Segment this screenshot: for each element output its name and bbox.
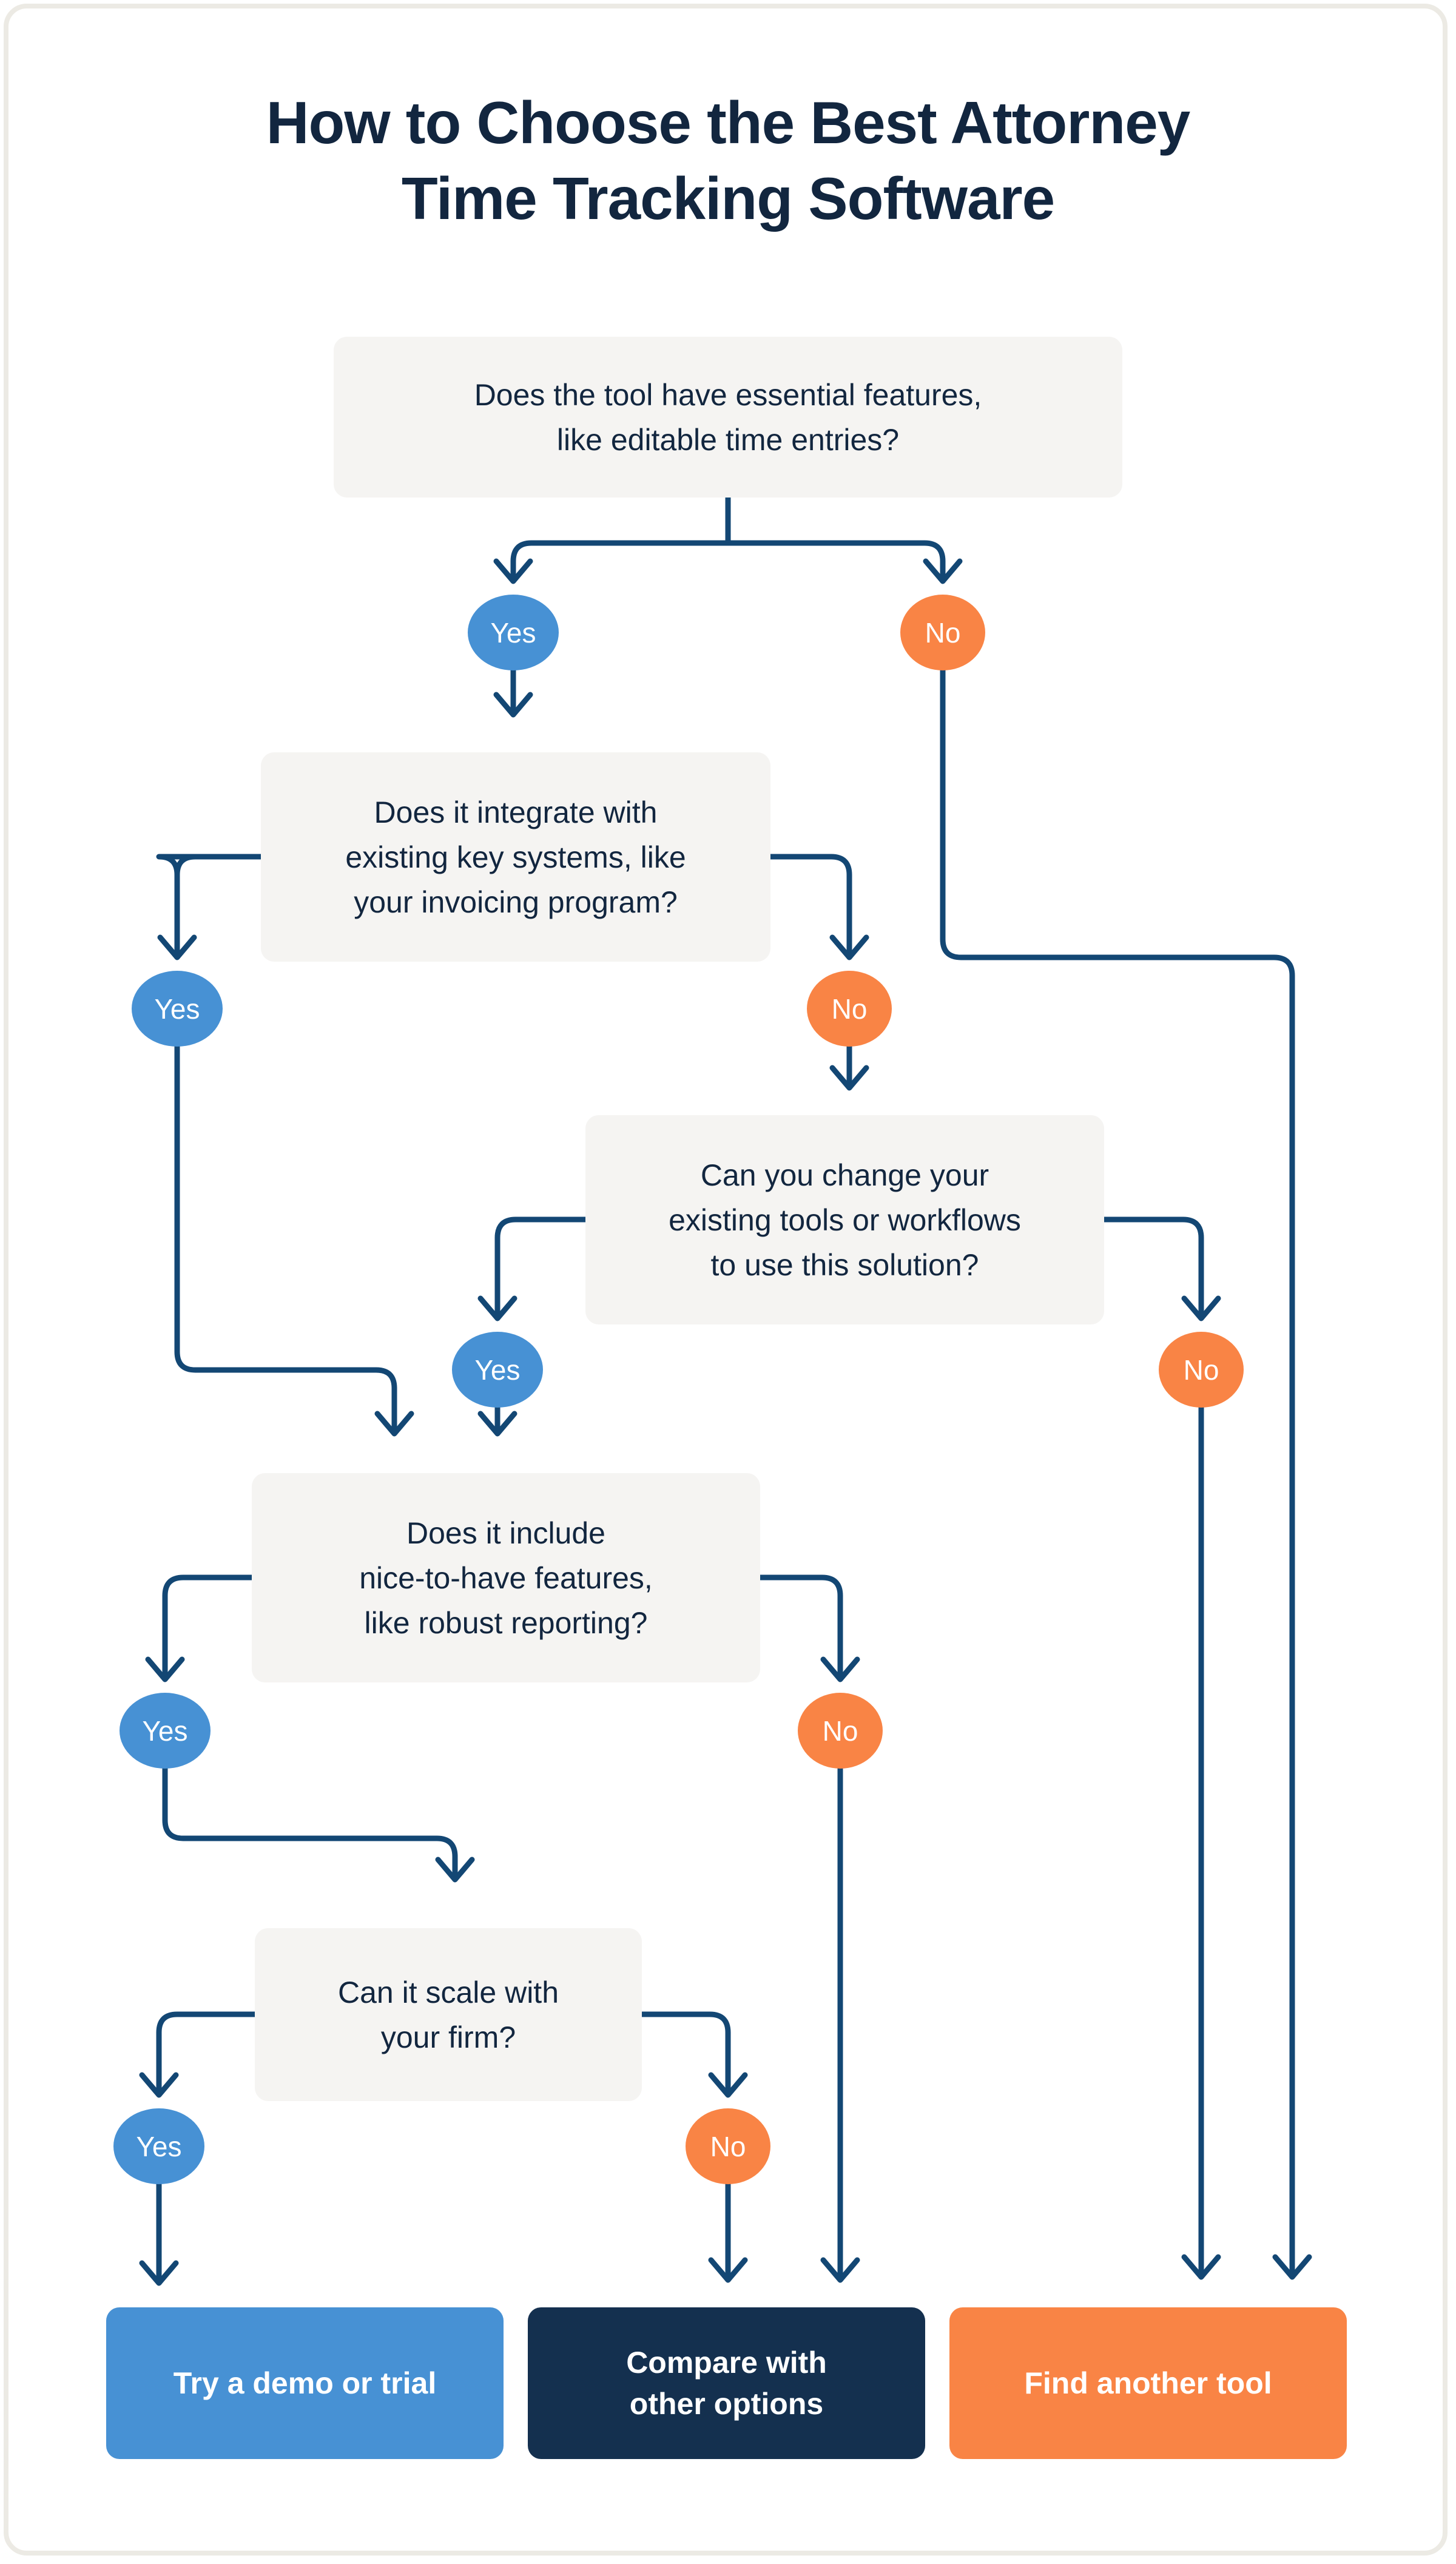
wire-q4-yes-branch bbox=[162, 1574, 255, 1681]
q4-line-2: nice-to-have features, bbox=[359, 1560, 653, 1595]
wire-q1-yes-branch bbox=[510, 540, 731, 582]
arrowhead-q2-no bbox=[829, 934, 869, 960]
badge-q1-no: No bbox=[900, 595, 985, 670]
q2-line-3: your invoicing program? bbox=[354, 885, 678, 919]
outcome-compare-line-2: other options bbox=[629, 2387, 824, 2421]
question-box-scalability: Can it scale with your firm? bbox=[255, 1928, 642, 2101]
arrowhead-compare-right bbox=[820, 2257, 860, 2283]
wire-q4yes-to-q5 bbox=[162, 1766, 458, 1881]
badge-q5-yes-label: Yes bbox=[136, 2130, 182, 2162]
badge-q1-yes-label: Yes bbox=[490, 616, 536, 649]
question-box-change-workflows: Can you change your existing tools or wo… bbox=[585, 1115, 1104, 1324]
arrowhead-q4-in-left bbox=[374, 1411, 414, 1437]
arrowhead-q3-in bbox=[829, 1065, 869, 1091]
arrowhead-q5-yes bbox=[139, 2072, 179, 2098]
q3-line-2: existing tools or workflows bbox=[669, 1203, 1021, 1237]
wire-q2-no-branch bbox=[767, 854, 852, 959]
badge-q4-yes-label: Yes bbox=[142, 1715, 188, 1747]
badge-q3-no-label: No bbox=[1183, 1354, 1219, 1386]
badge-q5-yes: Yes bbox=[113, 2108, 204, 2184]
badge-q3-no: No bbox=[1159, 1332, 1244, 1408]
arrowhead-q2-yes bbox=[157, 934, 197, 960]
badge-q1-no-label: No bbox=[925, 616, 961, 649]
outcome-box-compare-options[interactable]: Compare with other options bbox=[528, 2307, 925, 2459]
wire-q3-no-branch bbox=[1101, 1216, 1204, 1320]
arrowhead-q5-in bbox=[435, 1857, 475, 1883]
arrowhead-q1-yes bbox=[493, 558, 533, 584]
arrowhead-q4-in-right bbox=[477, 1411, 517, 1437]
badge-q4-no: No bbox=[798, 1693, 883, 1769]
arrowhead-another-left bbox=[1181, 2254, 1221, 2280]
badge-q4-no-label: No bbox=[822, 1715, 858, 1747]
q2-line-2: existing key systems, like bbox=[345, 840, 686, 874]
arrowhead-q5-no bbox=[708, 2072, 748, 2098]
q4-line-1: Does it include bbox=[406, 1516, 605, 1550]
wire-q2-yes-branch bbox=[156, 854, 264, 959]
wire-q1-no-branch bbox=[725, 540, 946, 582]
wire-q4-no-branch bbox=[757, 1574, 843, 1681]
wire-q5-yes-branch bbox=[156, 2011, 258, 2096]
arrowhead-q1-no bbox=[923, 558, 963, 584]
page-title-line-1: How to Choose the Best Attorney bbox=[266, 89, 1191, 156]
badge-q1-yes: Yes bbox=[468, 595, 559, 670]
question-box-nice-to-have: Does it include nice-to-have features, l… bbox=[252, 1473, 760, 1682]
badge-q2-no-label: No bbox=[831, 993, 868, 1025]
wire-q1no-to-another bbox=[940, 667, 1295, 2278]
wire-q3-yes-branch bbox=[494, 1216, 588, 1320]
wire-q2-yes-lead bbox=[174, 854, 264, 959]
badge-q2-no: No bbox=[807, 971, 892, 1047]
arrowhead-q2-in bbox=[493, 692, 533, 718]
page-title: How to Choose the Best Attorney Time Tra… bbox=[0, 85, 1456, 237]
badge-q3-yes-label: Yes bbox=[474, 1354, 521, 1386]
question-box-integrations: Does it integrate with existing key syst… bbox=[261, 752, 770, 962]
page-title-line-2: Time Tracking Software bbox=[401, 165, 1055, 232]
q3-line-1: Can you change your bbox=[700, 1158, 989, 1192]
outcome-compare-line-1: Compare with bbox=[626, 2346, 827, 2380]
arrowhead-q4-yes bbox=[145, 1656, 185, 1682]
badge-q5-no-label: No bbox=[710, 2130, 746, 2162]
badge-q4-yes: Yes bbox=[120, 1693, 211, 1769]
arrowhead-compare-left bbox=[708, 2257, 748, 2283]
q4-line-3: like robust reporting? bbox=[364, 1605, 648, 1640]
outcome-another-line-1: Find another tool bbox=[1024, 2366, 1272, 2400]
outcome-box-find-another-tool[interactable]: Find another tool bbox=[949, 2307, 1347, 2459]
arrowhead-q3-yes bbox=[477, 1295, 517, 1321]
arrowhead-q4-no bbox=[820, 1656, 860, 1682]
q2-line-1: Does it integrate with bbox=[374, 795, 658, 829]
badge-q2-yes-label: Yes bbox=[154, 993, 200, 1025]
q5-line-2: your firm? bbox=[380, 2020, 516, 2054]
q1-line-1: Does the tool have essential features, bbox=[474, 377, 982, 412]
arrowhead-demo bbox=[139, 2260, 179, 2286]
outcome-demo-line-1: Try a demo or trial bbox=[173, 2366, 437, 2400]
outcome-box-try-demo[interactable]: Try a demo or trial bbox=[106, 2307, 504, 2459]
q5-line-1: Can it scale with bbox=[337, 1975, 559, 2009]
arrowhead-q3-no bbox=[1181, 1295, 1221, 1321]
question-box-essential-features: Does the tool have essential features, l… bbox=[334, 337, 1122, 498]
q1-line-2: like editable time entries? bbox=[556, 422, 900, 457]
badge-q5-no: No bbox=[686, 2108, 770, 2184]
wire-q2yes-to-q4 bbox=[174, 1044, 397, 1435]
badge-q2-yes: Yes bbox=[132, 971, 223, 1047]
q3-line-3: to use this solution? bbox=[710, 1247, 979, 1282]
arrowhead-another-right bbox=[1272, 2254, 1312, 2280]
wire-q5-no-branch bbox=[639, 2011, 731, 2096]
badge-q3-yes: Yes bbox=[452, 1332, 543, 1408]
